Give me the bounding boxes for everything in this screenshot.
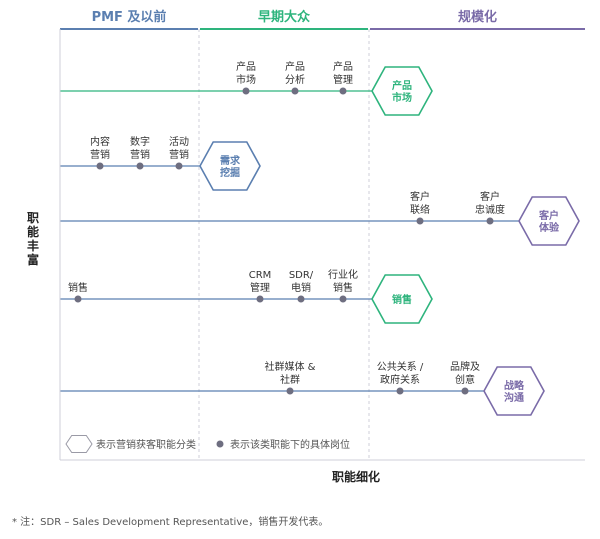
role-label: 创意	[455, 373, 475, 386]
role-label: 产品	[285, 60, 305, 73]
category-label: 市场	[392, 91, 412, 104]
role-label: 社群媒体 &	[265, 360, 316, 373]
stage-title-0: PMF 及以前	[92, 9, 167, 25]
role-label: 客户	[480, 190, 500, 203]
role-dot	[339, 295, 347, 303]
category-label: 战略	[504, 379, 525, 392]
role-label: 政府关系	[380, 373, 420, 386]
y-axis-char-0: 职	[27, 211, 39, 225]
role-dot	[339, 87, 347, 95]
role-label: 市场	[236, 73, 256, 86]
role-dot	[136, 162, 144, 170]
y-axis-char-3: 富	[27, 252, 39, 267]
category-label: 需求	[220, 154, 241, 167]
footnote: * 注：SDR – Sales Development Representati…	[12, 517, 329, 528]
legend-dot-icon	[216, 440, 224, 448]
role-label: 分析	[285, 73, 305, 86]
role-label: 营销	[130, 148, 150, 161]
role-dot	[297, 295, 305, 303]
role-label: 营销	[169, 148, 189, 161]
role-dot	[416, 217, 424, 225]
role-dot	[461, 387, 469, 395]
role-label: 营销	[90, 148, 110, 161]
role-label: 电销	[291, 281, 311, 294]
role-dot	[291, 87, 299, 95]
role-label: 内容	[90, 135, 110, 148]
category-hexagon	[483, 366, 545, 416]
role-label: SDR/	[289, 270, 314, 281]
role-rows: 产品市场产品分析产品管理产品市场内容营销数字营销活动营销需求挖掘客户联络客户忠诚…	[60, 60, 580, 416]
role-label: 公共关系 /	[377, 360, 424, 373]
x-axis-label: 职能细化	[332, 469, 380, 484]
category-label: 产品	[392, 79, 412, 92]
role-label: 社群	[280, 373, 300, 386]
role-label: 忠诚度	[475, 203, 505, 216]
role-dot	[396, 387, 404, 395]
category-label: 客户	[538, 209, 559, 222]
role-label: 品牌及	[450, 360, 480, 373]
chart-frame	[59, 29, 585, 461]
category-hexagon	[199, 141, 261, 191]
legend-hexagon-icon	[65, 435, 93, 453]
category-hexagon	[371, 66, 433, 116]
role-label: 数字	[130, 135, 150, 148]
category-hexagon	[518, 196, 580, 246]
role-dot	[256, 295, 264, 303]
role-dot	[74, 295, 82, 303]
role-label: 管理	[333, 73, 353, 86]
y-axis-char-2: 丰	[27, 238, 39, 253]
role-label: 联络	[410, 203, 430, 216]
category-label: 销售	[392, 293, 412, 306]
role-label: 行业化	[328, 268, 358, 281]
stage-title-2: 规模化	[458, 9, 497, 25]
role-dot	[175, 162, 183, 170]
legend: 表示营销获客职能分类 表示该类职能下的具体岗位	[65, 435, 350, 453]
stage-title-1: 早期大众	[258, 9, 310, 25]
category-label: 挖掘	[220, 166, 240, 179]
role-dot	[96, 162, 104, 170]
role-label: 活动	[169, 136, 189, 148]
role-label: 产品	[236, 60, 256, 73]
legend-hex-text: 表示营销获客职能分类	[96, 438, 196, 451]
role-label: 销售	[68, 281, 88, 294]
category-label: 沟通	[504, 391, 524, 404]
stage-headers: PMF 及以前 早期大众 规模化	[60, 9, 585, 30]
role-label: 产品	[333, 60, 353, 73]
y-axis-char-1: 能	[27, 224, 39, 239]
role-dot	[486, 217, 494, 225]
x-axis-label-text: 职能细化	[332, 469, 380, 484]
role-label: 管理	[250, 281, 270, 294]
role-label: 销售	[333, 281, 353, 294]
legend-dot-text: 表示该类职能下的具体岗位	[230, 438, 350, 451]
category-label: 体验	[539, 221, 560, 234]
category-hexagon	[371, 274, 433, 324]
role-dot	[286, 387, 294, 395]
role-label: 客户	[410, 190, 430, 203]
role-dot	[242, 87, 250, 95]
role-label: CRM	[249, 270, 272, 281]
